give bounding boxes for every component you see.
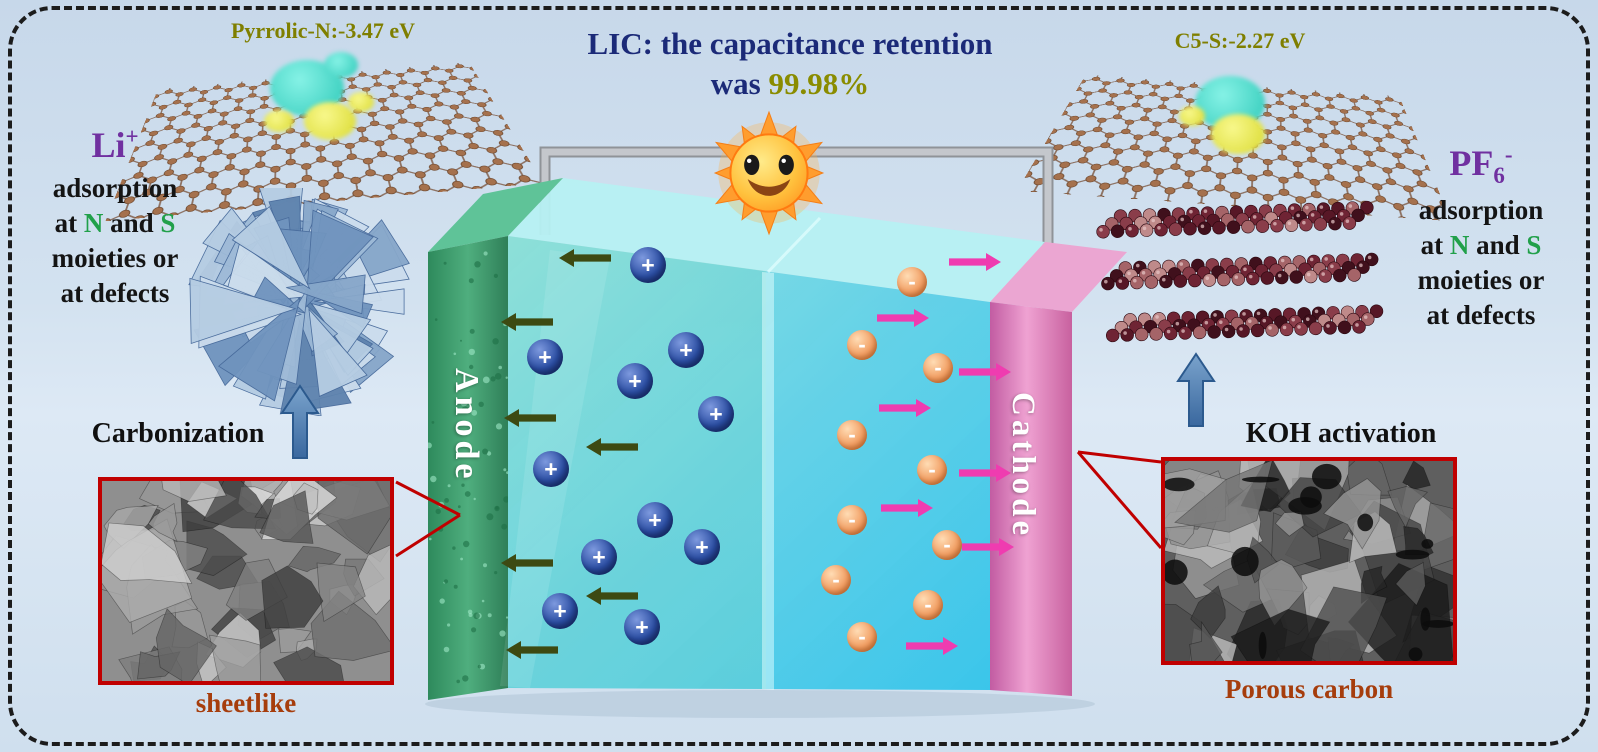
anion-arrow-icon: [949, 253, 1001, 271]
anode-top-face: [428, 178, 563, 252]
anion-arrow-icon: [962, 538, 1014, 556]
cation-arrow-icon: [559, 249, 611, 267]
n-doped-graphene-model: [105, 44, 544, 222]
retention-value: 99.98%: [768, 65, 870, 101]
anion-arrow-icon: [881, 499, 933, 517]
s-atom-label: S: [1526, 230, 1542, 261]
cation-ion: +: [630, 247, 666, 283]
anion-ion: -: [821, 565, 851, 595]
sun-face: [729, 133, 809, 213]
adsorption-line: moieties or: [1417, 265, 1545, 296]
ion-subscript: 6: [1493, 163, 1505, 189]
li-ion-text-block: Li+ adsorption at N and S moieties or at…: [14, 122, 216, 311]
anion-ion: -: [923, 353, 953, 383]
anion-ion: -: [932, 530, 962, 560]
separator: [762, 272, 774, 690]
koh-activation-label: KOH activation: [1245, 418, 1437, 449]
adsorption-line: at N and S: [54, 207, 176, 238]
anion-arrow-icon: [959, 464, 1011, 482]
adsorption-line: at defects: [1426, 300, 1536, 331]
cation-arrow-icon: [586, 438, 638, 456]
s-doped-graphene-model: [1016, 56, 1452, 222]
anion-ion: -: [897, 267, 927, 297]
adsorption-line: adsorption: [52, 172, 178, 203]
isosurface-blob-yellow: [348, 92, 374, 112]
carbonization-label: Carbonization: [91, 418, 265, 449]
pyrrolic-n-energy-label: Pyrrolic-N:-3.47 eV: [230, 18, 416, 43]
eye-glint: [746, 158, 752, 164]
cation-ion: +: [527, 339, 563, 375]
anion-ion: -: [913, 590, 943, 620]
sun-eye-right: [778, 154, 794, 176]
separator-top-edge: [766, 216, 822, 274]
c5-s-energy-label: C5-S:-2.27 eV: [1174, 28, 1306, 53]
anion-arrow-icon: [879, 399, 931, 417]
isosurface-blob-yellow: [1179, 106, 1205, 126]
layered-porous-carbon-model: [1092, 197, 1388, 372]
ion-base: PF: [1449, 143, 1494, 183]
cation-arrow-icon: [501, 554, 553, 572]
s-atom-label: S: [160, 207, 176, 238]
cathode-top-face: [990, 242, 1127, 312]
cation-arrow-icon: [586, 587, 638, 605]
sun-eye-left: [744, 154, 760, 176]
cation-ion: +: [542, 593, 578, 629]
isosurface-blob-cyan: [324, 52, 358, 78]
title-line1: LIC: the capacitance retention: [587, 26, 993, 61]
anion-ion: -: [847, 622, 877, 652]
dashed-frame: [8, 6, 1590, 746]
porous-carbon-caption: Porous carbon: [1224, 674, 1394, 704]
anion-ion: -: [917, 455, 947, 485]
cation-ion: +: [624, 609, 660, 645]
n-atom-label: N: [1449, 230, 1470, 261]
pf6-ion-label: PF6-: [1382, 140, 1580, 191]
anion-arrow-icon: [877, 309, 929, 327]
n-atom-label: N: [83, 207, 104, 238]
anion-ion: -: [837, 505, 867, 535]
cation-ion: +: [637, 502, 673, 538]
adsorption-line: moieties or: [51, 242, 179, 273]
cation-ion: +: [668, 332, 704, 368]
cation-ion: +: [617, 363, 653, 399]
cation-ion: +: [698, 396, 734, 432]
cell-shadow: [425, 690, 1095, 718]
cation-ion: +: [581, 539, 617, 575]
main-title: LIC: the capacitance retention was 99.98…: [500, 24, 1080, 103]
ion-migration-arrows: [501, 249, 1014, 659]
ion-charge: +: [125, 124, 139, 149]
anion-ion: -: [847, 330, 877, 360]
eye-glint: [781, 158, 786, 164]
isosurface-blob-yellow: [1211, 114, 1265, 154]
anion-arrow-icon: [906, 637, 958, 655]
cation-arrow-icon: [501, 313, 553, 331]
adsorption-line: at N and S: [1420, 230, 1542, 261]
title-line2: was 99.98%: [500, 64, 1080, 104]
anion-ion: -: [837, 420, 867, 450]
title-line2-prefix: was: [710, 65, 769, 101]
anode-front-face: [428, 236, 508, 700]
cathode-label: Cathode: [1005, 392, 1041, 540]
cathode-front-face: [990, 302, 1072, 696]
sun-icon: [713, 110, 825, 236]
li-ion-label: Li+: [14, 122, 216, 169]
pf6-ion-text-block: PF6- adsorption at N and S moieties or a…: [1382, 140, 1580, 333]
cation-arrow-icon: [504, 409, 556, 427]
anode-label: Anode: [448, 368, 485, 483]
cation-ion: +: [684, 529, 720, 565]
cation-ion: +: [533, 451, 569, 487]
adsorption-line: adsorption: [1418, 195, 1544, 226]
sun-smile: [747, 179, 791, 196]
cation-arrow-icon: [506, 641, 558, 659]
ion-base: Li: [91, 125, 126, 165]
anion-arrow-icon: [959, 363, 1011, 381]
sheetlike-caption: sheetlike: [195, 688, 297, 718]
adsorption-line: at defects: [60, 278, 170, 309]
sheetlike-nanoflower: [185, 177, 415, 417]
sem-image-sheetlike: [98, 477, 394, 685]
isosurface-blob-yellow: [304, 102, 356, 140]
isosurface-blob-yellow: [264, 110, 294, 132]
sem-image-porous-carbon: [1161, 457, 1457, 665]
ion-charge: -: [1504, 142, 1513, 167]
